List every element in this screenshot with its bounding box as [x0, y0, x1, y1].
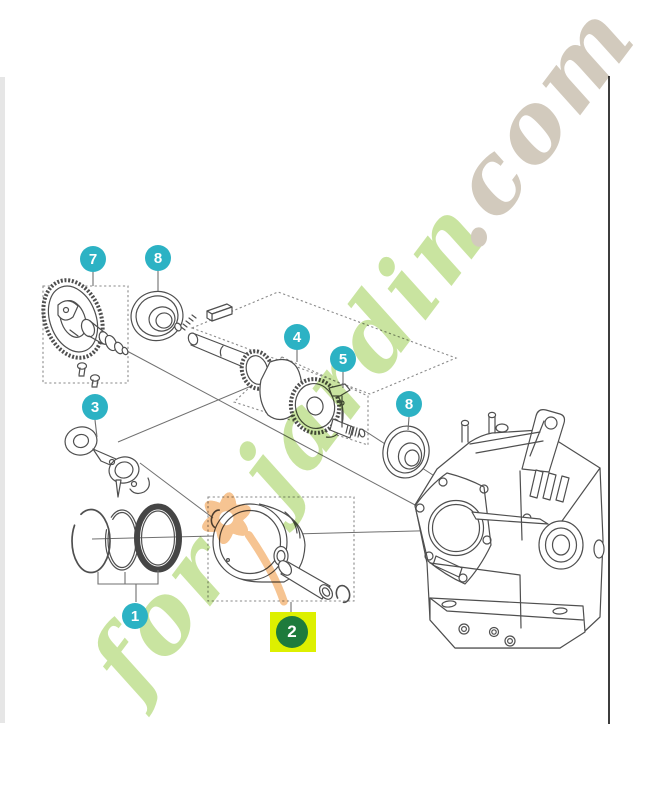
left-edge-rule [0, 77, 5, 723]
crankshaft-drawing [187, 332, 366, 439]
part-callout-8-top[interactable]: 8 [145, 245, 171, 271]
camshaft-drawing [41, 278, 129, 388]
part-callout-8-mid[interactable]: 8 [396, 391, 422, 417]
part-callout-1[interactable]: 1 [122, 603, 148, 629]
box-part-2 [207, 496, 355, 602]
part-callout-4[interactable]: 4 [284, 324, 310, 350]
part-callout-5[interactable]: 5 [330, 346, 356, 372]
construction-lines [91, 350, 477, 540]
piston-drawing [210, 503, 351, 604]
right-edge-rule [608, 76, 610, 724]
part-callout-3[interactable]: 3 [82, 394, 108, 420]
shaft-key-drawing [206, 303, 233, 322]
part-callout-2-selected[interactable]: 2 [276, 616, 308, 648]
governor-plate-drawing [328, 383, 351, 428]
engine-block-drawing [414, 409, 605, 649]
bearing-drawing-mid [382, 425, 430, 479]
bearing-drawing-top [130, 290, 184, 342]
piston-rings-drawing [71, 503, 182, 574]
part-callout-7[interactable]: 7 [80, 246, 106, 272]
connecting-rod-drawing [64, 426, 150, 498]
leader-lines [92, 271, 410, 612]
box-part-7 [42, 285, 129, 384]
box-part-4 [190, 291, 458, 395]
